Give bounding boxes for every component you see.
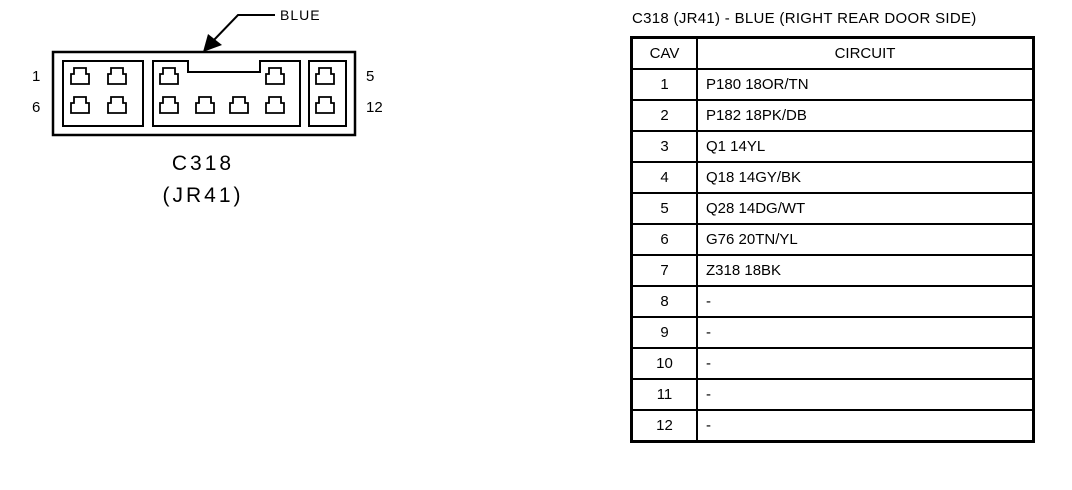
cav-cell: 7 bbox=[630, 254, 698, 287]
cav-cell: 10 bbox=[630, 347, 698, 380]
pin-block-right bbox=[308, 60, 347, 127]
connector-alt-name: (JR41) bbox=[162, 184, 243, 207]
callout-arrowhead bbox=[203, 34, 222, 52]
circuit-cell: Q18 14GY/BK bbox=[696, 161, 1035, 194]
terminal-cavity bbox=[265, 96, 285, 114]
pin-block-middle bbox=[152, 60, 301, 127]
circuit-cell: - bbox=[696, 347, 1035, 380]
terminal-cavity bbox=[195, 96, 215, 114]
pin-label-bottom-left: 6 bbox=[32, 99, 40, 116]
cav-cell: 11 bbox=[630, 378, 698, 411]
circuit-cell: Z318 18BK bbox=[696, 254, 1035, 287]
pin-label-bottom-right: 12 bbox=[366, 99, 383, 116]
circuit-cell: G76 20TN/YL bbox=[696, 223, 1035, 256]
pin-label-top-right: 5 bbox=[366, 68, 374, 85]
callout-leader-line bbox=[211, 14, 275, 43]
header-cav: CAV bbox=[630, 36, 698, 70]
circuit-cell: - bbox=[696, 409, 1035, 443]
circuit-cell: - bbox=[696, 316, 1035, 349]
terminal-cavity bbox=[265, 67, 285, 85]
pin-label-top-left: 1 bbox=[32, 68, 40, 85]
circuit-cell: Q28 14DG/WT bbox=[696, 192, 1035, 225]
connector-diagram: BLUE 1 6 5 12 C318 (JR41) bbox=[32, 7, 383, 207]
cav-cell: 8 bbox=[630, 285, 698, 318]
cav-cell: 1 bbox=[630, 68, 698, 101]
cav-cell: 6 bbox=[630, 223, 698, 256]
terminal-group bbox=[70, 67, 335, 114]
cav-cell: 3 bbox=[630, 130, 698, 163]
cav-cell: 2 bbox=[630, 99, 698, 132]
terminal-cavity bbox=[315, 67, 335, 85]
cav-cell: 5 bbox=[630, 192, 698, 225]
terminal-cavity bbox=[315, 96, 335, 114]
terminal-cavity bbox=[70, 67, 90, 85]
circuit-cell: - bbox=[696, 378, 1035, 411]
table-header-row: CAV CIRCUIT bbox=[630, 36, 1035, 70]
cav-cell: 4 bbox=[630, 161, 698, 194]
terminal-cavity bbox=[159, 96, 179, 114]
table-row: 12- bbox=[630, 409, 1035, 443]
table-title: C318 (JR41) - BLUE (RIGHT REAR DOOR SIDE… bbox=[632, 10, 977, 27]
table-row: 8- bbox=[630, 285, 1035, 318]
table-row: 11- bbox=[630, 378, 1035, 411]
cav-cell: 12 bbox=[630, 409, 698, 443]
terminal-cavity bbox=[70, 96, 90, 114]
terminal-cavity bbox=[159, 67, 179, 85]
terminal-cavity bbox=[229, 96, 249, 114]
header-circuit: CIRCUIT bbox=[696, 36, 1035, 70]
pin-block-left bbox=[62, 60, 144, 127]
table-row: 10- bbox=[630, 347, 1035, 380]
connector-name: C318 bbox=[172, 152, 234, 175]
cav-cell: 9 bbox=[630, 316, 698, 349]
circuit-cell: - bbox=[696, 285, 1035, 318]
connector-color-label: BLUE bbox=[280, 7, 321, 23]
circuit-cell: Q1 14YL bbox=[696, 130, 1035, 163]
circuit-cell: P182 18PK/DB bbox=[696, 99, 1035, 132]
connector-housing-outer bbox=[51, 50, 357, 137]
terminal-cavity bbox=[107, 96, 127, 114]
circuit-cell: P180 18OR/TN bbox=[696, 68, 1035, 101]
table-row: 9- bbox=[630, 316, 1035, 349]
terminal-cavity bbox=[107, 67, 127, 85]
